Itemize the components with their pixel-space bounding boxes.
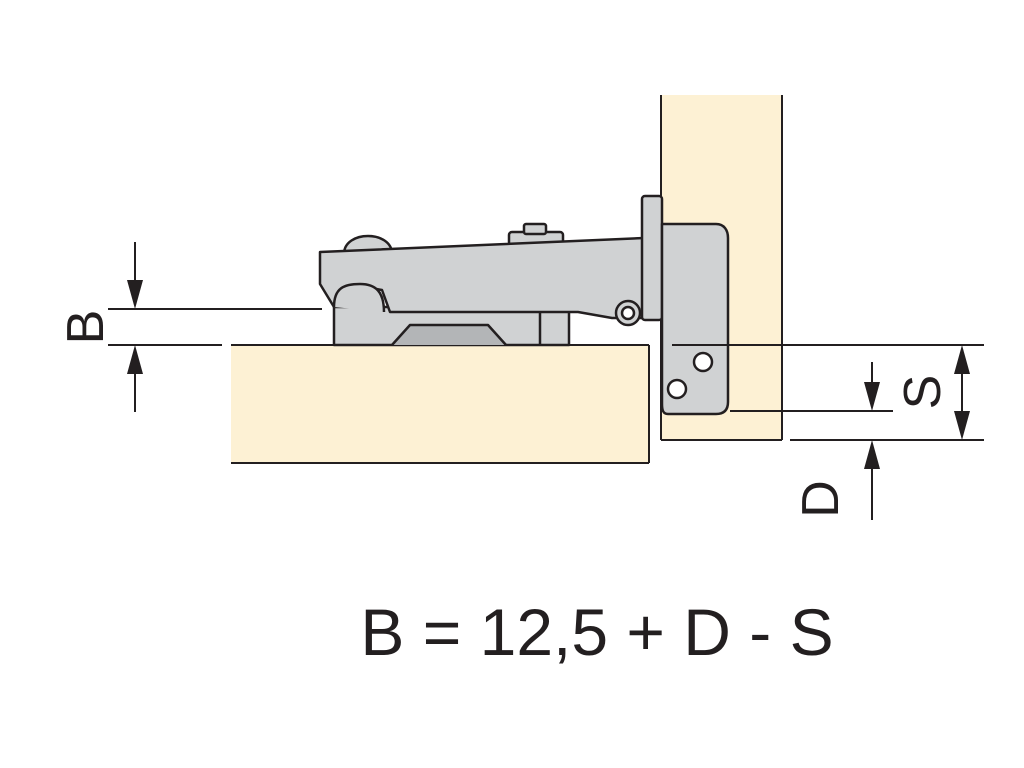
s-arrow-down xyxy=(954,411,970,440)
dimension-b xyxy=(108,242,322,412)
dimension-s xyxy=(672,344,984,441)
hinge-adjust-screw-head xyxy=(522,222,548,236)
s-arrow-up xyxy=(954,345,970,374)
hinge-pivot-inner xyxy=(620,305,636,321)
hinge-cup-flange xyxy=(640,194,664,322)
d-arrow-down xyxy=(864,382,880,411)
formula-text: B = 12,5 + D - S xyxy=(360,595,833,669)
dimension-d xyxy=(730,362,893,520)
dimension-d-label: D xyxy=(792,480,850,518)
b-arrow-down xyxy=(127,280,143,309)
hinge-plate-recess xyxy=(391,323,507,346)
hinge-arm-detail xyxy=(332,282,386,313)
hinge-cup-screw-hole-lower xyxy=(666,378,688,400)
dimension-s-label: S xyxy=(894,375,952,410)
cabinet-side-panel xyxy=(231,344,650,464)
hinge xyxy=(318,194,730,416)
cabinet-panel-fill xyxy=(231,345,649,463)
hinge-cup-screw-hole-upper xyxy=(692,351,714,373)
b-arrow-up xyxy=(127,345,143,374)
d-arrow-up xyxy=(864,440,880,469)
dimension-b-label: B xyxy=(57,310,115,345)
